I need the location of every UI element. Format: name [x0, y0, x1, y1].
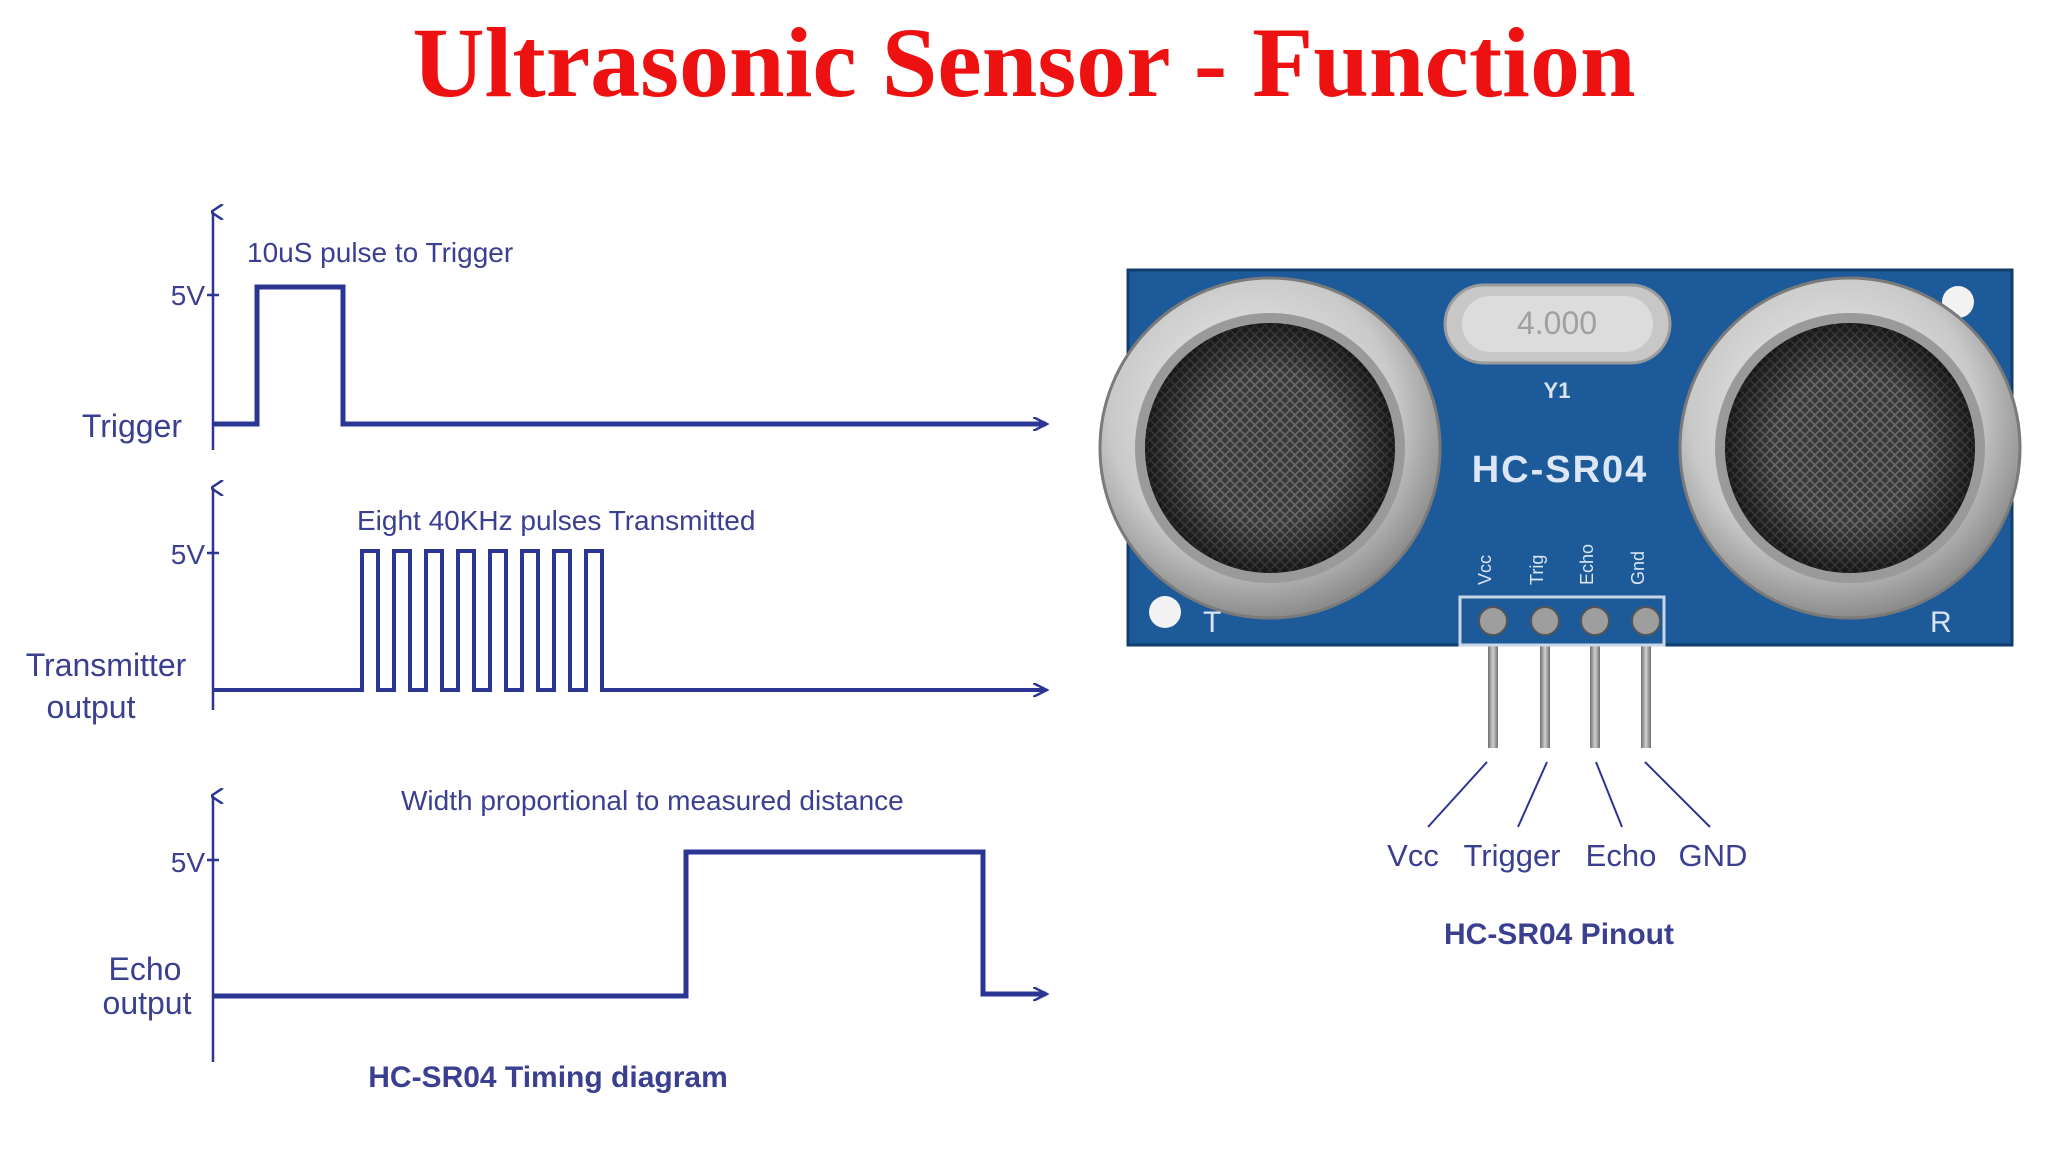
- pin-label-trigger: Trigger: [1463, 838, 1560, 873]
- pin-trigger-leg: [1540, 620, 1550, 748]
- receiver-transducer: [1678, 276, 2022, 620]
- echo-channel: 5V Echo output Width proportional to mea…: [103, 785, 1046, 1062]
- pin-vcc-leg: [1488, 620, 1498, 748]
- transmitter-5v-label: 5V: [171, 539, 206, 570]
- pinout-caption: HC-SR04 Pinout: [1444, 918, 1674, 951]
- transmitter-waveform: [213, 549, 1046, 690]
- pin-gnd-leg: [1641, 620, 1651, 748]
- page-title: Ultrasonic Sensor - Function: [412, 7, 1636, 118]
- echo-label-line2: output: [103, 985, 192, 1021]
- silk-trig: Trig: [1527, 555, 1547, 585]
- trigger-5v-label: 5V: [171, 280, 206, 311]
- pin-echo-leg: [1590, 620, 1600, 748]
- transmitter-label-line2: output: [47, 689, 136, 725]
- transmitter-label-line1: Transmitter: [26, 647, 187, 683]
- pin-leader-lines: [1427, 761, 1711, 828]
- silk-vcc: Vcc: [1475, 555, 1495, 585]
- receiver-mark: R: [1930, 606, 1952, 639]
- transmitter-channel: 5V Transmitter output Eight 40KHz pulses…: [26, 488, 1046, 725]
- module-model-silk: HC-SR04: [1472, 449, 1649, 491]
- pin-label-gnd: GND: [1679, 838, 1748, 873]
- pin-label-vcc: Vcc: [1387, 838, 1439, 873]
- pin-label-echo: Echo: [1586, 838, 1657, 873]
- silk-gnd: Gnd: [1628, 551, 1648, 585]
- timing-diagram: 5V Trigger 10uS pulse to Trigger 5V Tran…: [26, 212, 1046, 1094]
- trigger-note: 10uS pulse to Trigger: [247, 237, 513, 268]
- trigger-label: Trigger: [82, 408, 183, 444]
- trigger-waveform: [213, 284, 1046, 424]
- pin-silk-labels: Vcc Trig Echo Gnd: [1475, 544, 1648, 585]
- mounting-hole-bottom-left: [1149, 596, 1181, 628]
- echo-5v-label: 5V: [171, 847, 206, 878]
- crystal-value: 4.000: [1517, 305, 1597, 341]
- pin-header-outline: [1458, 595, 1666, 647]
- trigger-channel: 5V Trigger 10uS pulse to Trigger: [82, 212, 1046, 450]
- crystal-ref: Y1: [1544, 378, 1571, 403]
- echo-note: Width proportional to measured distance: [401, 785, 904, 816]
- silk-echo: Echo: [1577, 544, 1597, 585]
- hc-sr04-module: 4.000 Y1 HC-SR04 T R Vcc Trig Echo Gnd: [1098, 268, 2022, 951]
- echo-waveform: [213, 849, 1046, 996]
- transmitter-mark: T: [1203, 606, 1221, 639]
- timing-diagram-caption: HC-SR04 Timing diagram: [368, 1061, 728, 1094]
- echo-label-line1: Echo: [109, 951, 182, 987]
- transmitter-note: Eight 40KHz pulses Transmitted: [357, 505, 755, 536]
- pin-names: Vcc Trigger Echo GND: [1387, 838, 1747, 873]
- crystal-y1: 4.000 Y1: [1443, 283, 1672, 403]
- transmitter-transducer: [1098, 276, 1442, 620]
- pin-header-pads: [1478, 606, 1661, 636]
- header-pins: [1488, 620, 1651, 748]
